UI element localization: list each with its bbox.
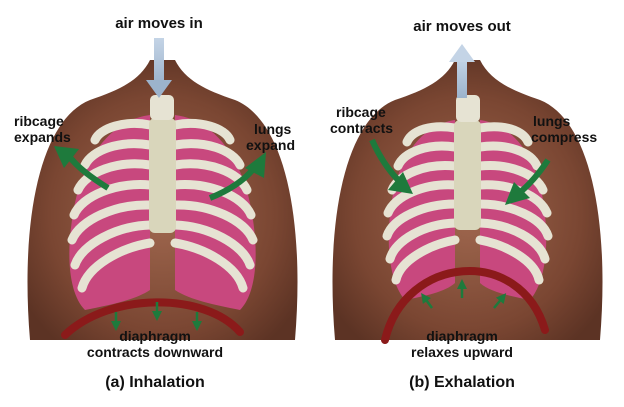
air-out-arrow (449, 44, 475, 98)
ribcage-expands-label-line1: ribcage (14, 113, 64, 129)
lungs-expand-label-line1: lungs (254, 121, 292, 137)
exhalation-panel: air moves out ribcage contracts lungs co… (330, 18, 603, 391)
ribcage-expands-label-line2: expands (14, 129, 71, 145)
up-arrow-icon (421, 292, 434, 309)
diaphragm-label-line1: diaphragm (119, 328, 191, 344)
ribcage (382, 122, 553, 285)
sternum (454, 95, 481, 230)
diaphragm-label-line2: contracts downward (87, 344, 223, 360)
exhalation-caption: (b) Exhalation (409, 374, 515, 391)
ribcage-expand-arrow (54, 146, 110, 191)
diaphragm-curve (381, 267, 549, 344)
inhalation-panel: air moves in ribcage expands lungs expan… (14, 15, 298, 391)
air-moves-in-label: air moves in (115, 15, 203, 32)
air-moves-out-label: air moves out (413, 18, 511, 35)
lungs-compress-label-line2: compress (531, 129, 597, 145)
diaphragm-label-line1: diaphragm (426, 328, 498, 344)
ribcage-contract-arrow (369, 138, 413, 194)
diaphragm-label-line2: relaxes upward (411, 344, 513, 360)
air-in-arrow (146, 38, 172, 98)
diaphragm-up-arrows (421, 279, 507, 309)
inhalation-caption: (a) Inhalation (105, 374, 205, 391)
diaphragm-down-arrows (111, 302, 202, 331)
lungs-expand-arrow (208, 152, 266, 201)
up-arrow-icon (493, 293, 507, 309)
ribcage-contracts-label-line2: contracts (330, 120, 393, 136)
ribcage-contracts-label-line1: ribcage (336, 104, 386, 120)
ribcage (67, 118, 258, 293)
lungs-expand-label-line2: expand (246, 137, 295, 153)
lungs-compress-label-line1: lungs (533, 113, 571, 129)
lungs-compress-arrow (505, 158, 551, 205)
sternum (149, 95, 176, 233)
